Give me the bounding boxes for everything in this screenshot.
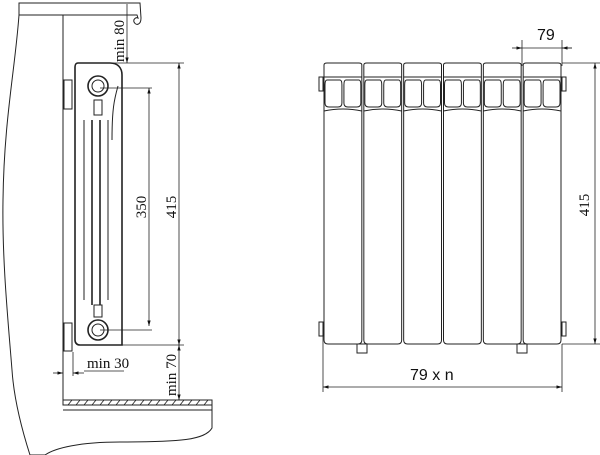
bracket-bottom xyxy=(63,322,73,352)
section-body xyxy=(522,62,562,345)
radiator-section xyxy=(363,62,403,345)
floor-tick xyxy=(179,399,185,406)
section-window xyxy=(462,79,481,108)
section-window xyxy=(404,79,423,108)
floor-tick xyxy=(187,399,193,406)
radiator-sections xyxy=(318,62,567,345)
window-sill xyxy=(18,2,142,25)
label-min80: min 80 xyxy=(112,20,128,62)
wall-section xyxy=(2,14,213,455)
section-window xyxy=(383,79,402,108)
label-79xn: 79 x n xyxy=(410,367,454,384)
floor-tick xyxy=(107,399,113,406)
section-neck xyxy=(523,108,562,112)
section-neck xyxy=(483,108,522,112)
floor-tick xyxy=(123,399,129,406)
side-view: min 80 350 415 min 30 min 70 xyxy=(2,2,213,455)
floor-tick xyxy=(171,399,177,406)
section-body xyxy=(363,62,403,345)
end-plug-top-right xyxy=(561,76,567,92)
floor-tick xyxy=(91,399,97,406)
label-min70: min 70 xyxy=(164,354,180,396)
floor-tick xyxy=(67,399,73,406)
floor-tick xyxy=(163,399,169,406)
section-window xyxy=(423,79,441,108)
section-neck xyxy=(323,108,362,112)
label-415-side: 415 xyxy=(164,196,180,219)
radiator-section xyxy=(403,62,442,345)
section-window xyxy=(343,79,362,108)
radiator-section xyxy=(482,62,522,345)
floor-tick xyxy=(203,399,209,406)
floor-tick xyxy=(155,399,161,406)
floor-tick xyxy=(195,399,201,406)
floor-tick xyxy=(83,399,89,406)
floor-tick xyxy=(115,399,121,406)
section-body xyxy=(403,62,442,345)
pipe-top-inner xyxy=(91,79,105,93)
floor-finish xyxy=(62,399,213,406)
label-350: 350 xyxy=(134,196,150,219)
section-window xyxy=(523,79,542,108)
end-plug-top-left xyxy=(318,76,324,92)
radiator-section xyxy=(323,62,363,345)
label-79: 79 xyxy=(537,27,555,44)
connector xyxy=(93,99,103,116)
end-plug-bottom-right xyxy=(561,321,567,337)
leg-right xyxy=(516,343,528,354)
section-window xyxy=(483,79,502,108)
front-view: 79 415 79 x n xyxy=(318,27,600,392)
end-plug-bottom-left xyxy=(318,321,324,337)
section-body xyxy=(443,62,482,345)
radiator-section xyxy=(522,62,562,345)
label-415-front: 415 xyxy=(577,194,593,217)
section-window xyxy=(444,79,462,108)
section-neck xyxy=(403,108,442,112)
floor-tick xyxy=(131,399,137,406)
floor-tick xyxy=(147,399,153,406)
floor-tick xyxy=(99,399,105,406)
section-neck xyxy=(363,108,402,112)
radiator-side-profile xyxy=(74,62,123,346)
radiator-section xyxy=(443,62,482,345)
floor-tick xyxy=(139,399,145,406)
section-window xyxy=(542,79,561,108)
pipe-top xyxy=(87,75,109,97)
section-window xyxy=(324,79,343,108)
floor-finish-ticks xyxy=(63,399,212,411)
connector xyxy=(93,304,103,318)
section-body xyxy=(323,62,363,345)
section-body xyxy=(482,62,522,345)
section-neck xyxy=(443,108,482,112)
section-window xyxy=(364,79,383,108)
leg-left xyxy=(356,343,368,354)
profile-fin-line xyxy=(111,85,119,141)
bracket-top xyxy=(63,79,73,110)
label-min30: min 30 xyxy=(87,356,129,372)
section-window xyxy=(502,79,521,108)
floor-tick xyxy=(75,399,81,406)
